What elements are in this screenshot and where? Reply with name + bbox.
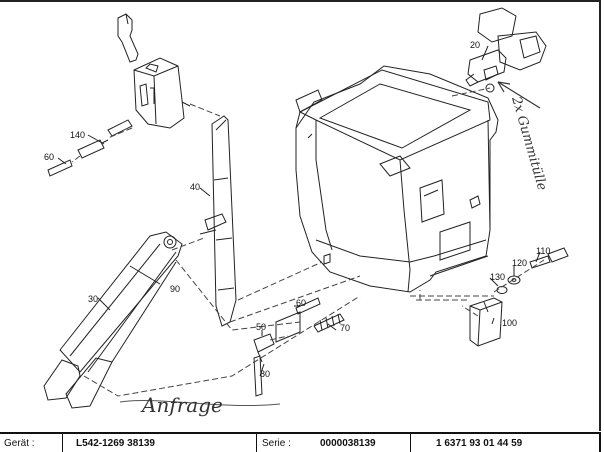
geraet-value: L542-1269 38139 — [76, 438, 155, 449]
spring-70 — [313, 313, 345, 333]
callout-20: 20 — [470, 40, 480, 50]
part-number: 1 6371 93 01 44 59 — [436, 438, 523, 449]
leader-lines — [57, 45, 541, 377]
handwritten-arrow — [497, 81, 541, 109]
assembly-lines — [71, 87, 545, 397]
serie-value: 0000038139 — [320, 438, 376, 449]
callout-30: 30 — [88, 294, 98, 304]
callout-40: 40 — [190, 182, 200, 192]
callout-110: 110 — [536, 246, 550, 256]
callout-60-left: 60 — [44, 152, 54, 162]
geraet-label: Gerät : — [4, 438, 35, 449]
title-block: Gerät : L542-1269 38139 Serie : 00000381… — [0, 432, 601, 452]
title-block-divider — [410, 434, 411, 452]
callout-90: 90 — [170, 284, 180, 294]
handwritten-bottom-note: Anfrage — [140, 393, 223, 417]
drawing-frame — [0, 0, 601, 431]
wiper-arm — [43, 231, 183, 409]
callout-70: 70 — [340, 323, 350, 333]
fitting-50 — [253, 333, 275, 363]
callout-120: 120 — [512, 258, 527, 268]
callout-130: 130 — [490, 272, 505, 282]
cab-body — [295, 65, 499, 293]
nozzle-60-left — [47, 159, 73, 177]
washer-120 — [507, 275, 521, 285]
nozzle-60-right — [295, 297, 321, 315]
title-block-divider — [256, 434, 257, 452]
mounting-plate — [275, 311, 301, 343]
handwritten-side-note: 2x Gummitülle — [508, 94, 549, 193]
washer-130 — [496, 286, 508, 294]
tube-80 — [253, 355, 263, 397]
wiper-blade — [199, 115, 237, 327]
title-block-divider — [62, 434, 63, 452]
callout-60-right: 60 — [296, 298, 306, 308]
callout-labels: 20 140 60 40 30 90 60 50 70 80 130 120 1… — [44, 40, 550, 379]
callout-80: 80 — [260, 369, 270, 379]
exploded-parts-drawing: 20 140 60 40 30 90 60 50 70 80 130 120 1… — [43, 7, 569, 417]
wiper-motor — [465, 7, 547, 93]
callout-140: 140 — [70, 130, 85, 140]
serie-label: Serie : — [262, 438, 291, 449]
handwritten-swoosh — [119, 400, 281, 406]
hose-connector — [77, 119, 133, 159]
bolt-110 — [529, 247, 569, 269]
washer-reservoir — [117, 13, 191, 129]
bracket-100 — [469, 297, 503, 347]
callout-50: 50 — [256, 322, 266, 332]
callout-100: 100 — [502, 318, 517, 328]
